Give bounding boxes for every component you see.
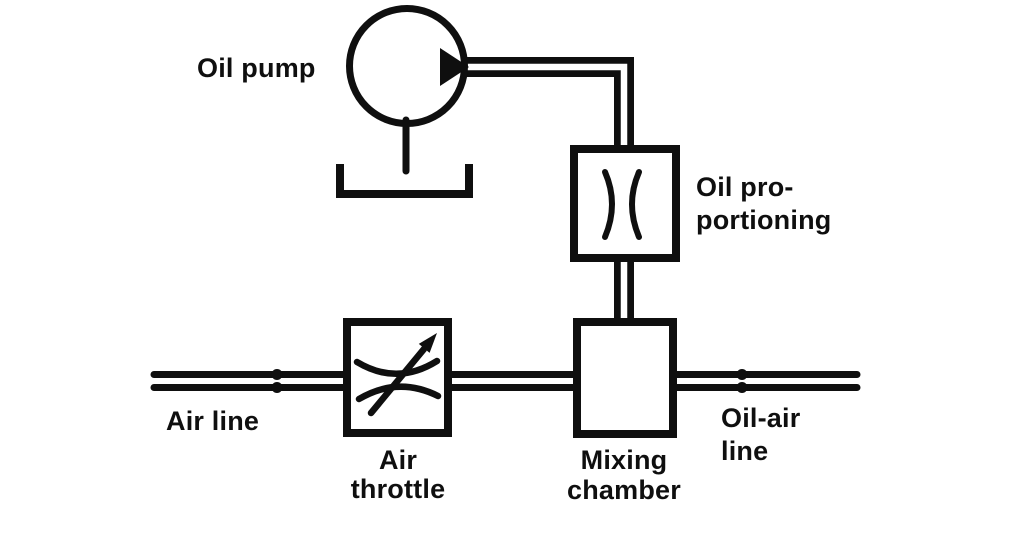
air-throttle-label-line2: throttle	[350, 474, 446, 504]
mixing-chamber-box	[573, 318, 677, 438]
oil-proportioning-label-line1: Oil pro-	[696, 172, 794, 202]
oil-pump-symbol	[346, 5, 469, 175]
oil-reservoir-icon	[336, 164, 473, 198]
junction-dot	[271, 369, 283, 380]
junction-dot	[736, 369, 748, 380]
adjustable-throttle-icon	[353, 333, 442, 417]
throttle-arrowhead-icon	[418, 333, 437, 353]
air-line-pipe	[150, 371, 861, 391]
air-throttle-label: Air throttle	[335, 446, 461, 504]
air-line-label: Air line	[166, 406, 260, 436]
oil-air-line-label: Oil-air line	[721, 402, 800, 468]
mixing-chamber-label-line1: Mixing	[580, 445, 668, 475]
oil-air-line-label-line1: Oil-air	[721, 403, 801, 433]
oil-proportioning-box	[570, 145, 680, 262]
air-throttle-unit	[343, 318, 452, 437]
oil-proportioning-unit	[570, 145, 680, 262]
oil-proportioning-label-line2: portioning	[696, 205, 832, 235]
air-line-junction-dots	[271, 369, 748, 393]
junction-dot	[736, 382, 748, 393]
air-throttle-label-line1: Air	[378, 445, 418, 475]
junction-dot	[271, 382, 283, 393]
venturi-orifice-icon	[602, 169, 642, 240]
oil-air-line-label-line2: line	[721, 436, 769, 466]
flow-direction-arrow-icon	[440, 48, 469, 86]
mixing-chamber-label-line2: chamber	[567, 475, 681, 505]
oil-pump-label: Oil pump	[197, 53, 316, 83]
mixing-chamber-label: Mixing chamber	[557, 445, 691, 505]
oil-proportioning-label: Oil pro- portioning	[696, 171, 831, 237]
